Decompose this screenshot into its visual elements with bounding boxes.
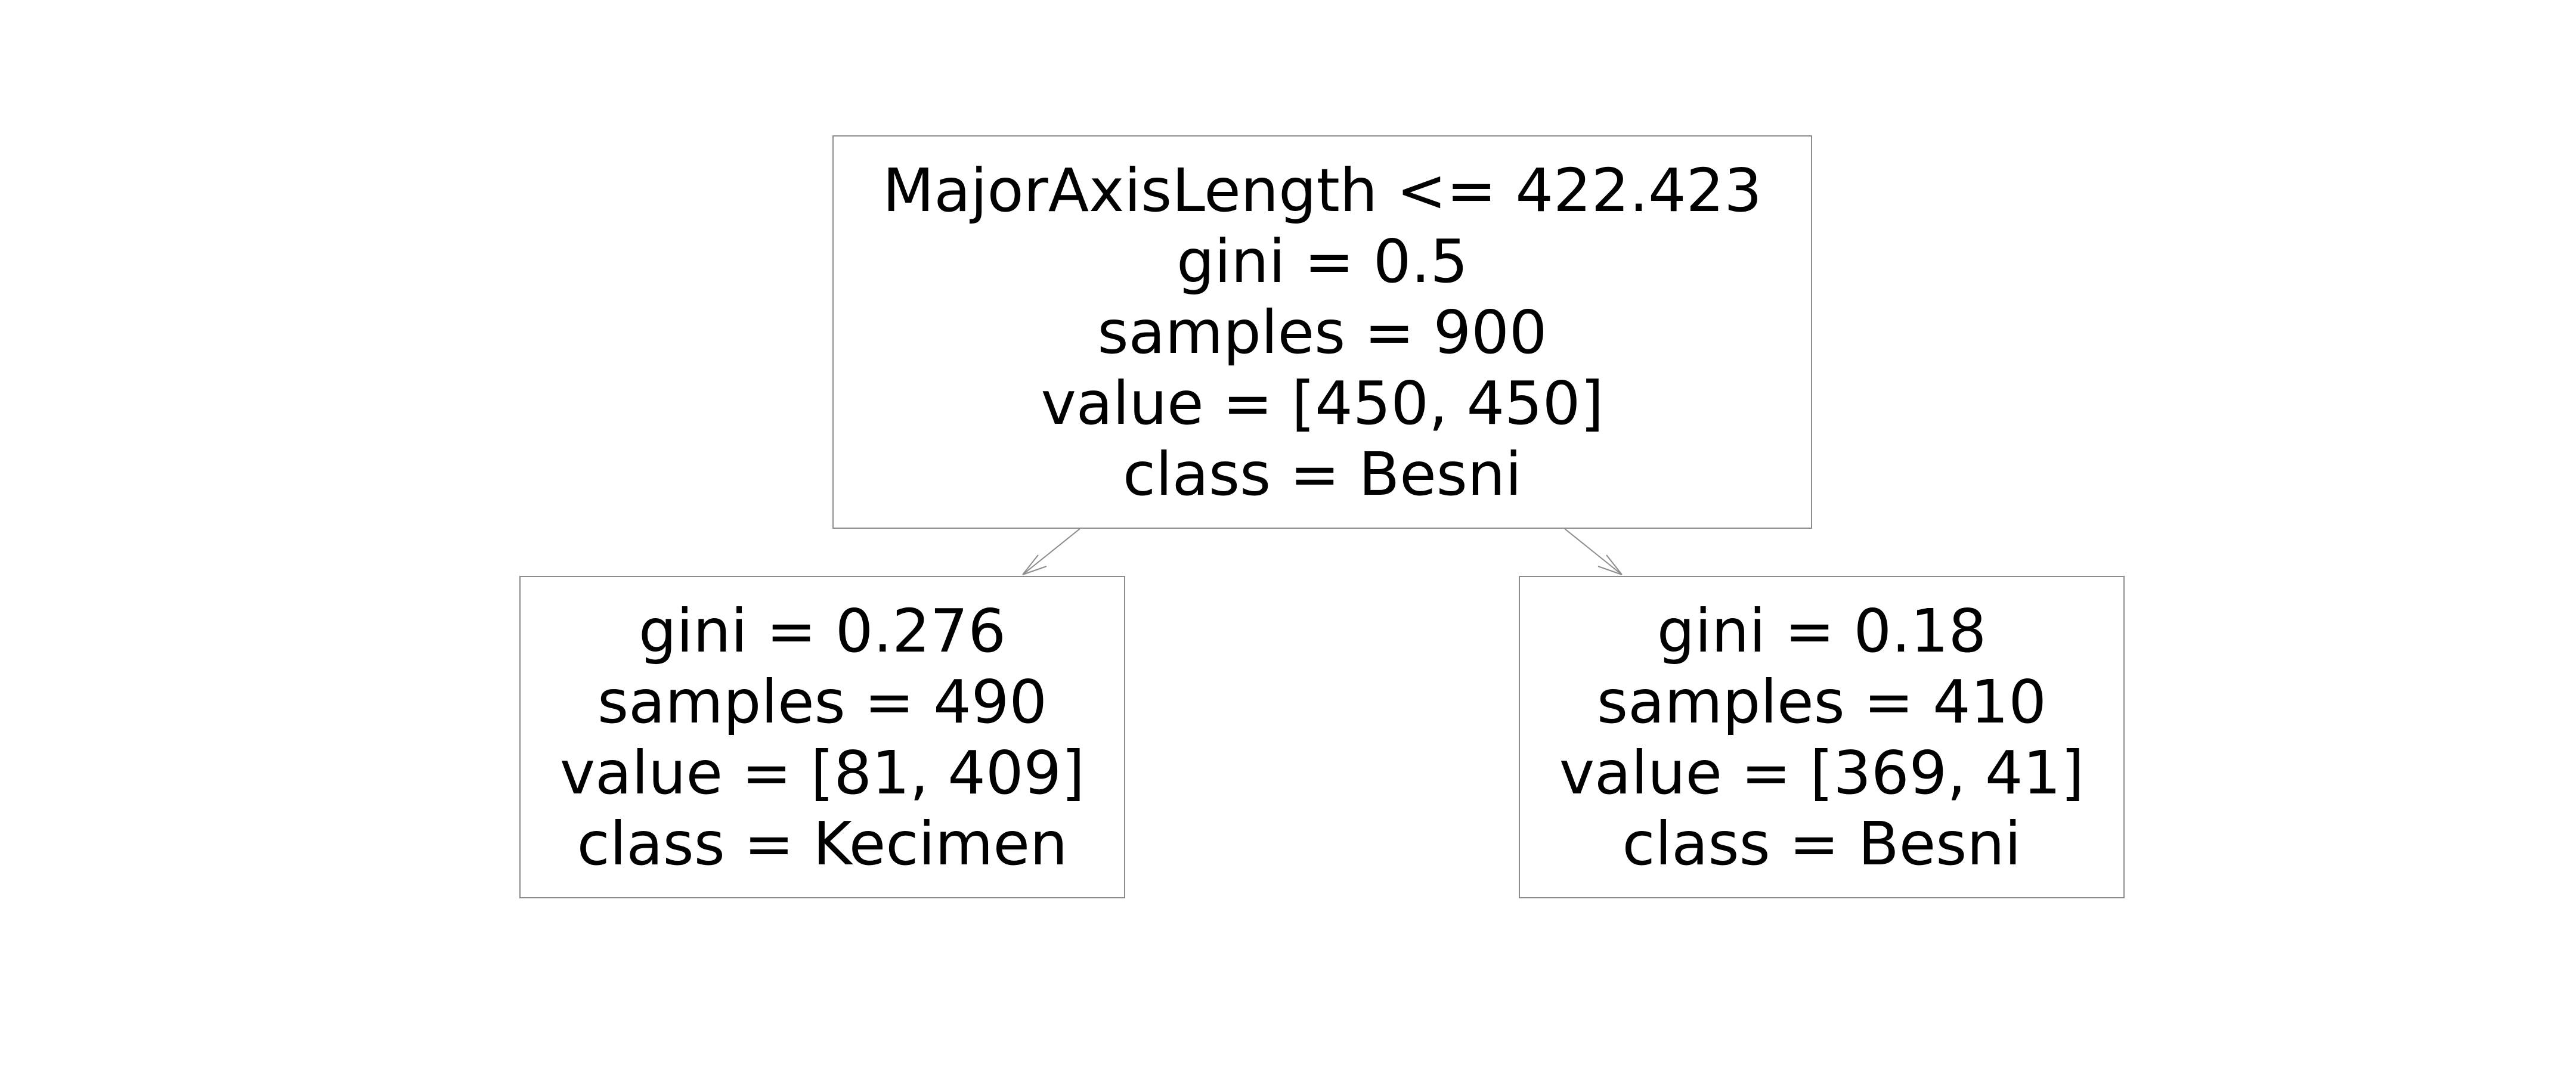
edge-root-to-left <box>1022 528 1080 575</box>
node-gini: gini = 0.18 <box>1657 596 1987 666</box>
node-samples: samples = 410 <box>1597 666 2046 737</box>
node-class: class = Kecimen <box>577 808 1068 879</box>
node-class: class = Besni <box>1123 439 1522 509</box>
node-samples: samples = 490 <box>597 666 1047 737</box>
node-gini: gini = 0.5 <box>1176 226 1468 296</box>
tree-node-right-leaf: gini = 0.18 samples = 410 value = [369, … <box>1519 576 2125 898</box>
node-gini: gini = 0.276 <box>638 596 1007 666</box>
node-value: value = [81, 409] <box>559 737 1085 808</box>
node-value: value = [450, 450] <box>1041 368 1604 438</box>
arrowhead-left-icon <box>1022 554 1047 575</box>
node-class: class = Besni <box>1622 808 2021 879</box>
tree-node-root: MajorAxisLength <= 422.423 gini = 0.5 sa… <box>832 135 1812 529</box>
node-value: value = [369, 41] <box>1559 737 2085 808</box>
tree-node-left-leaf: gini = 0.276 samples = 490 value = [81, … <box>519 576 1125 898</box>
node-samples: samples = 900 <box>1097 297 1547 367</box>
edge-root-to-right <box>1564 528 1623 575</box>
node-split-condition: MajorAxisLength <= 422.423 <box>883 155 1762 225</box>
edge-line-right <box>1564 528 1623 575</box>
edge-line-left <box>1022 528 1080 575</box>
arrowhead-right-icon <box>1597 554 1623 575</box>
